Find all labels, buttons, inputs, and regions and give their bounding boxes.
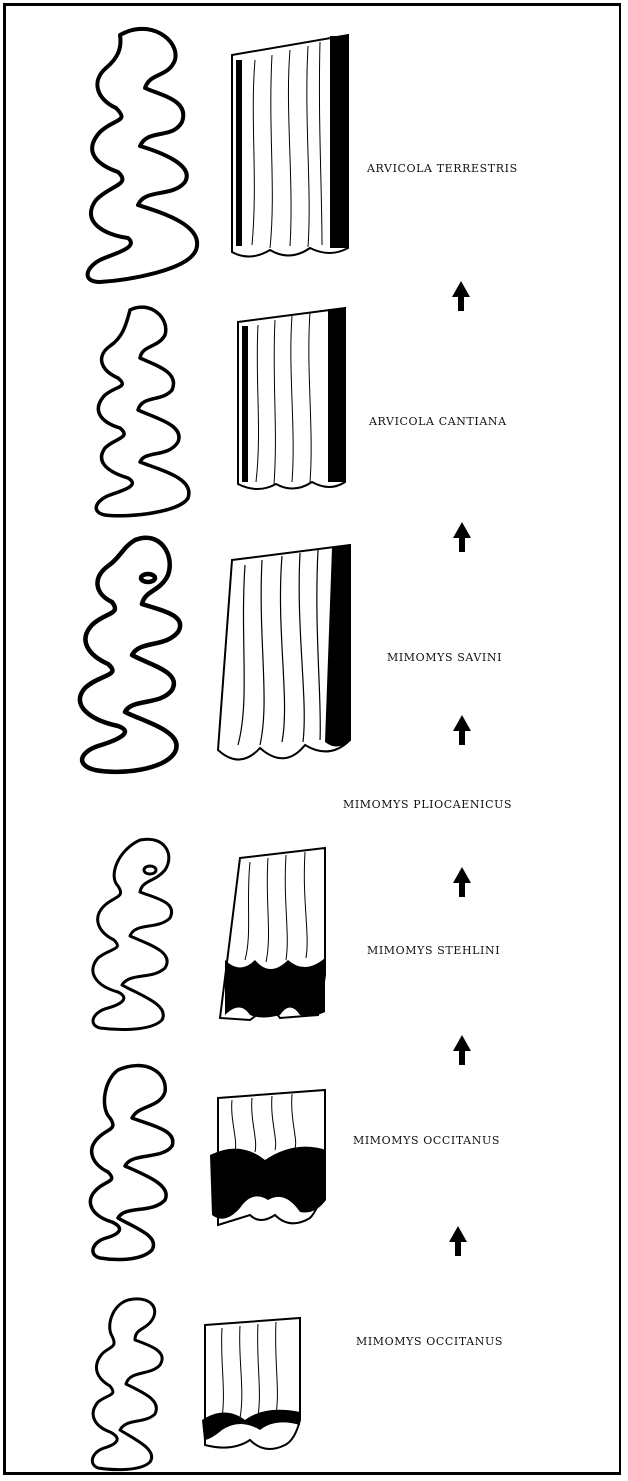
molar-outline-mimomys-occitanus-1 — [90, 1066, 172, 1260]
species-label-arvicola-terrestris: ARVICOLA TERRESTRIS — [367, 162, 518, 175]
species-label-mimomys-occitanus: MIMOMYS OCCITANUS — [353, 1134, 500, 1147]
molar-side-arvicola-cantiana — [238, 308, 345, 489]
arrow-up-icon — [453, 1035, 471, 1065]
species-label-mimomys-stehlini: MIMOMYS STEHLINI — [367, 944, 500, 957]
molar-outline-arvicola-cantiana — [96, 307, 189, 516]
molar-outline-mimomys-stehlini — [93, 839, 172, 1029]
molar-side-mimomys-occitanus-1 — [210, 1090, 326, 1225]
molar-outline-arvicola-terrestris — [88, 29, 198, 282]
species-label-mimomys-savini: MIMOMYS SAVINI — [387, 651, 502, 664]
molar-side-mimomys-savini — [218, 545, 350, 760]
arrow-up-icon — [449, 1226, 467, 1256]
arrow-up-icon — [453, 522, 471, 552]
arrow-up-icon — [453, 715, 471, 745]
species-label-mimomys-occitanus: MIMOMYS OCCITANUS — [356, 1335, 503, 1348]
molar-side-arvicola-terrestris — [232, 35, 348, 257]
arrow-up-icon — [453, 867, 471, 897]
molar-side-mimomys-stehlini — [220, 848, 325, 1020]
arrow-up-icon — [452, 281, 470, 311]
molar-outline-mimomys-savini — [80, 538, 180, 772]
species-label-mimomys-pliocaenicus: MIMOMYS PLIOCAENICUS — [343, 798, 512, 811]
molar-outline-mimomys-occitanus-2 — [92, 1299, 162, 1470]
molar-side-mimomys-occitanus-2 — [202, 1318, 300, 1449]
species-label-arvicola-cantiana: ARVICOLA CANTIANA — [369, 415, 507, 428]
